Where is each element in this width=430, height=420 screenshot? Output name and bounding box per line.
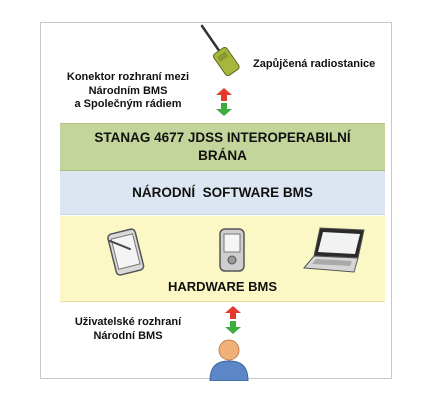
arrow-up-icon: [225, 306, 241, 319]
connector-label-line3: a Společným rádiem: [74, 98, 182, 110]
user-interface-label: Uživatelské rozhraní Národní BMS: [54, 315, 202, 343]
connector-label-line2: Národním BMS: [88, 84, 168, 97]
gateway-title-line2: BRÁNA: [198, 148, 247, 163]
radio-label: Zapůjčená radiostanice: [253, 58, 376, 70]
tablet-icon: [107, 228, 145, 276]
arrow-down-icon: [216, 103, 232, 116]
hardware-layer-label: HARDWARE BMS: [167, 279, 278, 294]
gateway-layer: STANAG 4677 JDSS INTEROPERABILNÍ BRÁNA: [60, 123, 385, 171]
connector-label-line1: Konektor rozhraní mezi: [66, 71, 190, 83]
laptop-icon: [302, 227, 365, 273]
arrow-up-icon: [216, 88, 232, 101]
radio-icon: [200, 24, 240, 77]
user-interface-label-line1: Uživatelské rozhraní: [74, 316, 182, 328]
arrow-down-icon: [225, 321, 241, 334]
software-layer-label: NÁRODNÍ SOFTWARE BMS: [132, 185, 313, 200]
software-layer: NÁRODNÍ SOFTWARE BMS: [60, 171, 385, 215]
user-icon: [209, 339, 249, 381]
user-interface-label-line2: Národní BMS: [93, 330, 163, 342]
pda-icon: [219, 228, 245, 272]
gateway-title-line1: STANAG 4677 JDSS INTEROPERABILNÍ: [94, 130, 351, 145]
hardware-layer: HARDWARE BMS: [60, 216, 385, 302]
connector-label: Konektor rozhraní mezi Národním BMS a Sp…: [52, 71, 204, 112]
